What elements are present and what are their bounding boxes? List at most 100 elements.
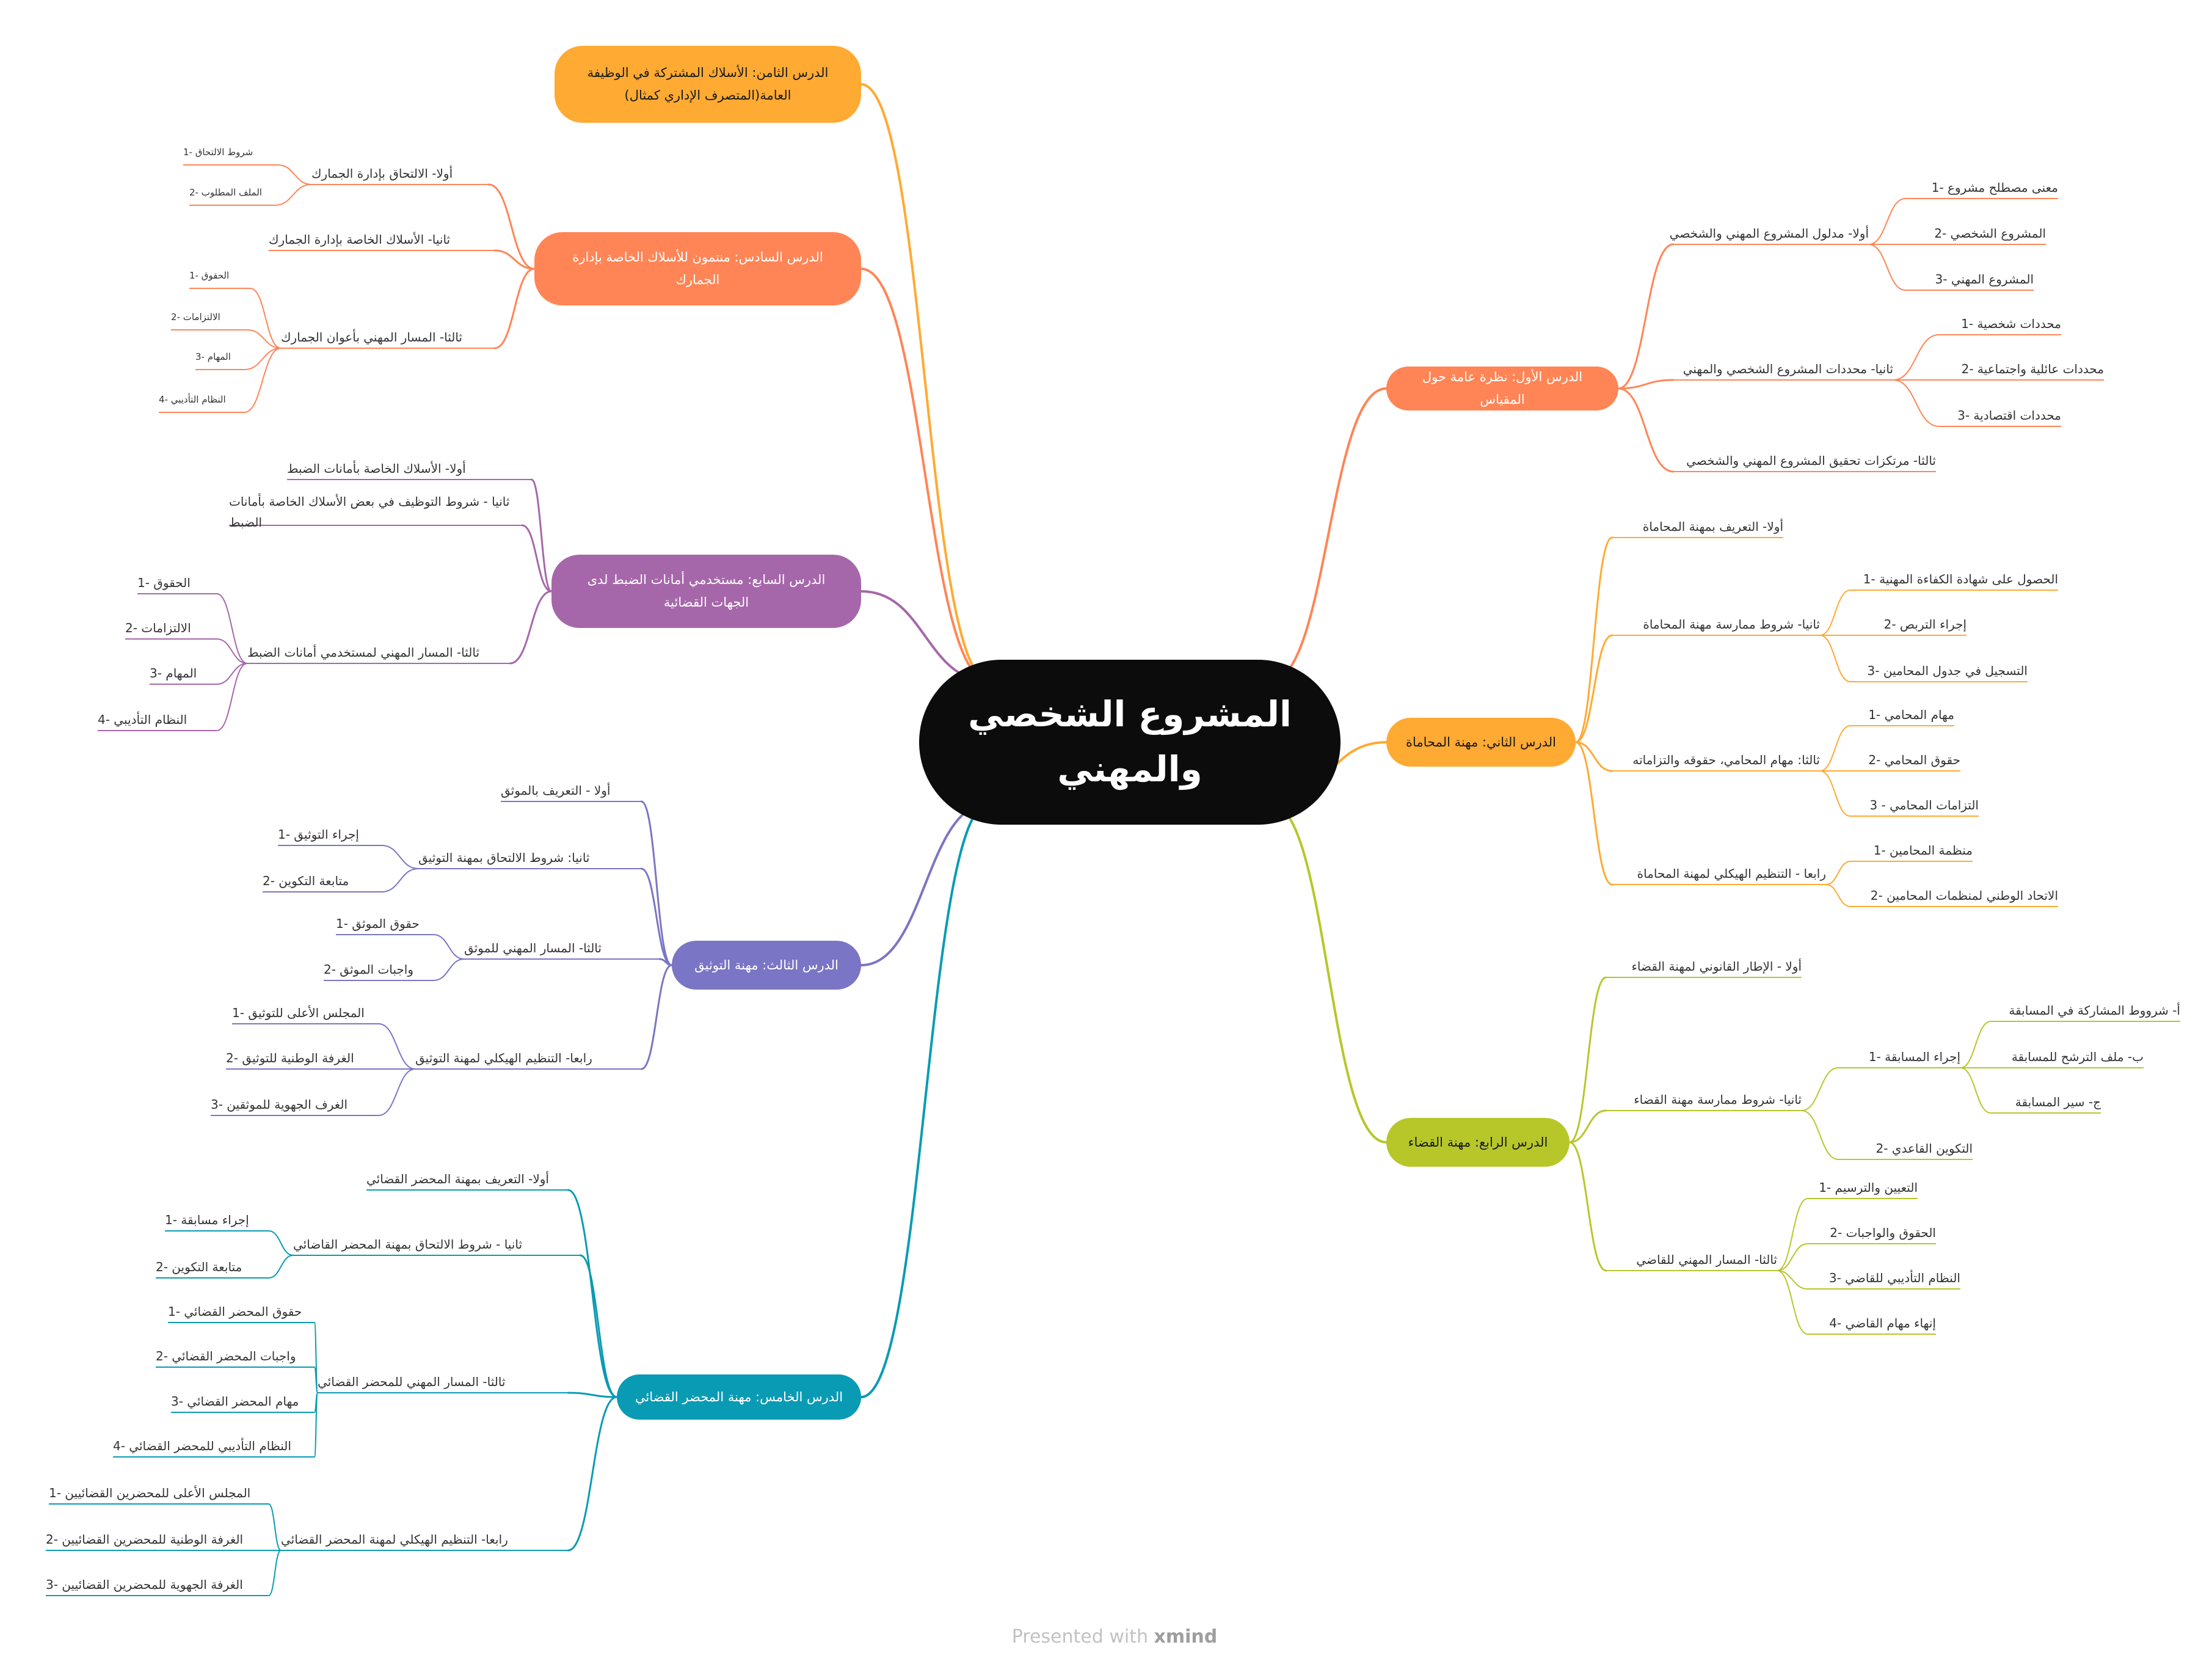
connector-l1b	[1617, 379, 1675, 390]
topic-l2b3[interactable]: التسجيل في جدول المحامين -3	[1867, 663, 2028, 678]
connector-l4c2	[1777, 1243, 1808, 1271]
topic-l3c2[interactable]: واجبات الموثق -2	[324, 962, 413, 977]
topic-l3b2[interactable]: متابعة التكوين -2	[263, 874, 349, 888]
topic-l2b1[interactable]: الحصول على شهادة الكفاءة المهنية -1	[1863, 572, 2058, 586]
topic-l3d1[interactable]: المجلس الأعلى للتوثيق -1	[232, 1005, 365, 1020]
topic-l4b[interactable]: ثانيا- شروط ممارسة مهنة القضاء	[1634, 1092, 1802, 1107]
topic-l5c1[interactable]: حقوق المحضر القضائي -1	[168, 1304, 302, 1319]
connector-l3c2	[433, 958, 465, 981]
lesson-topic-l6[interactable]: الدرس السادس: منتمون للأسلاك الخاصة بإدا…	[534, 232, 861, 305]
topic-l4a[interactable]: أولا - الإطار القانوني لمهنة القضاء	[1631, 959, 1802, 974]
topic-l5d3[interactable]: الغرفة الجهوية للمحضرين القضائيين -3	[46, 1577, 243, 1592]
topic-l2c[interactable]: ثالثا: مهام المحامي، حقوقه والتزاماته	[1632, 753, 1820, 767]
topic-l7b[interactable]: ثانيا - شروط التوظيف في بعض الأسلاك الخا…	[229, 494, 510, 530]
topic-l2c2[interactable]: حقوق المحامي -2	[1868, 753, 1960, 767]
topic-l5c[interactable]: ثالثا- المسار المهني للمحضر القضائي	[318, 1374, 506, 1389]
topic-l5b2[interactable]: متابعة التكوين -2	[156, 1260, 242, 1274]
topic-l6c[interactable]: ثالثا- المسار المهني بأعوان الجمارك	[281, 330, 463, 345]
topic-l5d2[interactable]: الغرفة الوطنية للمحضرين القضائيين -2	[46, 1532, 244, 1547]
topic-l1b[interactable]: ثانيا- محددات المشروع الشخصي والمهني	[1683, 362, 1893, 376]
topic-l4c1[interactable]: التعيين والترسيم -1	[1819, 1180, 1918, 1195]
topic-l5b[interactable]: ثانيا - شروط الالتحاق بمهنة المحضر القاض…	[293, 1237, 523, 1252]
lesson-topic-l2[interactable]: الدرس الثاني: مهنة المحاماة	[1386, 718, 1576, 767]
connector-l5b2	[268, 1255, 294, 1279]
topic-l2c3[interactable]: التزامات المحامي - 3	[1869, 798, 1979, 812]
topic-l4b1a[interactable]: أ- شرووط المشاركة في المسابقة	[2009, 1003, 2180, 1018]
topic-l4c3[interactable]: النظام التأديبي للقاضي -3	[1828, 1271, 1960, 1285]
connector-l2a	[1574, 536, 1614, 743]
topic-l1b2[interactable]: محددات عائلية واجتماعية -2	[1961, 362, 2104, 376]
connector-l3d3	[378, 1068, 416, 1116]
topic-l4c2[interactable]: الحقوق والواجبات -2	[1830, 1225, 1936, 1240]
connector-l4b1c	[1960, 1067, 1992, 1114]
topic-l3d3[interactable]: الغرف الجهوية للموثقين -3	[211, 1097, 348, 1112]
topic-l6c2[interactable]: الالتزامات -2	[171, 312, 220, 323]
topic-l4c4[interactable]: إنهاء مهام القاضي -4	[1829, 1316, 1936, 1330]
topic-l2d2[interactable]: الاتحاد الوطني لمنظمات المحامين -2	[1870, 888, 2058, 903]
topic-l1b1[interactable]: محددات شخصية -1	[1961, 316, 2061, 331]
lesson-topic-l8[interactable]: الدرس الثامن: الأسلاك المشتركة في الوظيف…	[555, 46, 861, 123]
topic-l6c1[interactable]: الحقوق -1	[189, 270, 230, 281]
topic-l5d[interactable]: رابعا- التنظيم الهيكلي لمهنة المحضر القض…	[281, 1532, 508, 1547]
topic-l5c4[interactable]: النظام التأديبي للمحضر القضائي -4	[113, 1439, 291, 1453]
connector-l5b1	[268, 1230, 294, 1256]
topic-l7c1[interactable]: الحقوق -1	[137, 575, 191, 590]
topic-l2a[interactable]: أولا- التعريف بمهنة المحاماة	[1642, 519, 1783, 534]
central-topic[interactable]: المشروع الشخصي والمهني	[919, 660, 1341, 825]
topic-l6c4[interactable]: النظام التأديبي -4	[159, 394, 226, 405]
topic-l3b[interactable]: ثانيا: شروط الالتحاق بمهنة التوثيق	[418, 850, 590, 865]
lesson-topic-l1[interactable]: الدرس الأول: نظرة عامة حول المقياس	[1386, 367, 1618, 411]
topic-l5a[interactable]: أولا- التعريف بمهنة المحضر القضائي	[366, 1172, 549, 1186]
topic-l2b2[interactable]: إجراء التربص -2	[1883, 617, 1966, 632]
topic-l1a3[interactable]: المشروع المهني -3	[1935, 272, 2034, 286]
topic-l4b2[interactable]: التكوين القاعدي -2	[1875, 1141, 1973, 1156]
connector-root-l8	[860, 83, 991, 682]
topic-l1a1[interactable]: معنى مصطلح مشروع -1	[1931, 180, 2058, 195]
connector-root-l1	[1269, 387, 1388, 682]
topic-l4c[interactable]: ثالثا- المسار المهني للقاضي	[1636, 1252, 1777, 1267]
topic-l2d[interactable]: رابعا - التنظيم الهيكلي لمهنة المحاماة	[1637, 866, 1826, 881]
lesson-topic-l4[interactable]: الدرس الرابع: مهنة القضاء	[1386, 1118, 1570, 1167]
topic-l2d1[interactable]: منظمة المحامين -1	[1873, 843, 1973, 858]
topic-l5b1[interactable]: إجراء مسابقة -1	[165, 1213, 249, 1227]
topic-l3c1[interactable]: حقوق الموثق -1	[336, 916, 420, 931]
topic-l1a2[interactable]: المشروع الشخصي -2	[1934, 226, 2046, 241]
topic-l7c4[interactable]: النظام التأديبي -4	[98, 712, 187, 727]
connector-l3a	[640, 800, 673, 966]
connector-root-l6	[860, 268, 991, 682]
topic-l1a[interactable]: أولا- مدلول المشروع المهني والشخصي	[1669, 226, 1869, 241]
connector-l4b	[1568, 1109, 1607, 1144]
topic-l1b3[interactable]: محددات اقتصادية -3	[1957, 408, 2061, 423]
lesson-topic-l5[interactable]: الدرس الخامس: مهنة المحضر القضائي	[617, 1374, 861, 1420]
connector-l5c	[567, 1392, 618, 1398]
lesson-topic-l3[interactable]: الدرس الثالث: مهنة التوثيق	[672, 941, 861, 990]
topic-l5c3[interactable]: مهام المحضر القضائي -3	[171, 1394, 299, 1409]
topic-l1c[interactable]: ثالثا- مرتكزات تحقيق المشروع المهني والش…	[1686, 453, 1936, 468]
topic-l4b1b[interactable]: ب- ملف الترشح للمسابقة	[2011, 1049, 2144, 1064]
topic-l6b[interactable]: ثانيا- الأسلاك الخاصة بإدارة الجمارك	[269, 232, 451, 247]
topic-l5d1[interactable]: المجلس الأعلى للمحضرين القضائيين -1	[49, 1486, 251, 1500]
topic-l6a[interactable]: أولا- الالتحاق بإدارة الجمارك	[311, 166, 453, 181]
topic-l3d[interactable]: رابعا- التنظيم الهيكلي لمهنة التوثيق	[415, 1051, 592, 1065]
topic-l3b1[interactable]: إجراء التوثيق -1	[278, 827, 359, 842]
topic-l6a2[interactable]: الملف المطلوب -2	[189, 187, 262, 198]
topic-l3d2[interactable]: الغرفة الوطنية للتوثيق -2	[226, 1051, 354, 1065]
connector-l7a	[530, 478, 553, 593]
topic-l7c2[interactable]: الالتزامات -2	[125, 621, 191, 635]
topic-l6a1[interactable]: شروط الالتحاق -1	[183, 147, 253, 158]
connector-l7b	[521, 524, 553, 593]
topic-l2c1[interactable]: مهام المحامي -1	[1868, 707, 1954, 722]
topic-l5c2[interactable]: واجبات المحضر القضائي -2	[156, 1349, 296, 1363]
topic-l7a[interactable]: أولا- الأسلاك الخاصة بأمانات الضبط	[287, 461, 466, 476]
topic-l7c[interactable]: ثالثا- المسار المهني لمستخدمي أمانات الض…	[247, 645, 480, 660]
topic-l2b[interactable]: ثانيا- شروط ممارسة مهنة المحاماة	[1643, 617, 1820, 632]
topic-l6c3[interactable]: المهام -3	[195, 351, 231, 362]
topic-l4b1[interactable]: إجراء المسابقة -1	[1868, 1049, 1960, 1064]
connector-l2d2	[1825, 884, 1851, 907]
topic-l4b1c[interactable]: ج- سير المسابقة	[2015, 1095, 2101, 1109]
connector-l2b3	[1819, 635, 1851, 682]
topic-l3a[interactable]: أولا - التعريف بالموثق	[501, 783, 611, 798]
topic-l3c[interactable]: ثالثا- المسار المهني للموثق	[464, 941, 602, 955]
topic-l7c3[interactable]: المهام -3	[150, 666, 197, 681]
lesson-topic-l7[interactable]: الدرس السابع: مستخدمي أمانات الضبط لدى ا…	[551, 555, 861, 628]
